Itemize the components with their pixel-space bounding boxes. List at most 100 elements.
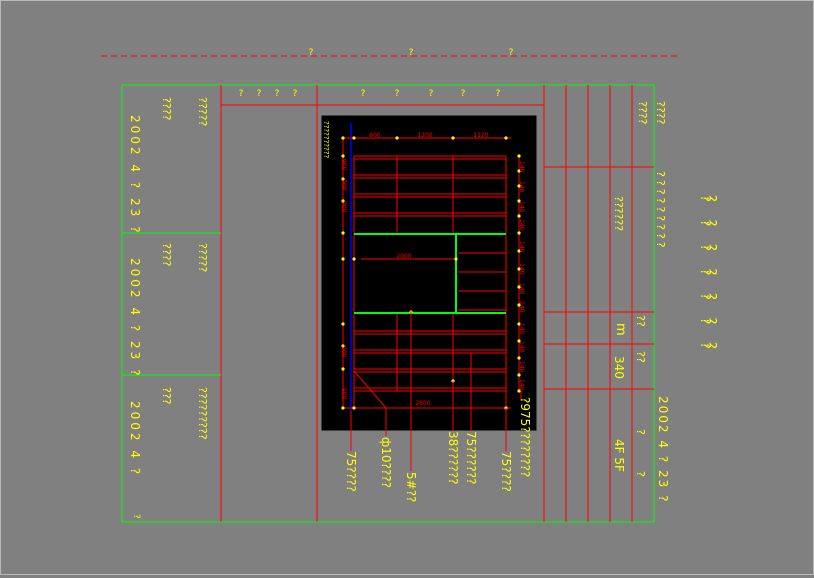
far-right-mark: ?	[703, 342, 718, 349]
dim-right-label: 140	[518, 341, 525, 353]
top-row-mark: ?	[239, 89, 244, 99]
top-row-mark: ?	[395, 89, 400, 99]
outer-frame	[121, 84, 655, 523]
drawing-panel	[320, 114, 538, 432]
callout-phi10: ф10????	[379, 437, 393, 488]
callout-75-mid: 75??????	[464, 431, 478, 484]
tick-dot	[517, 339, 521, 343]
dim-right-label: 140	[518, 361, 525, 373]
dim-left-label: 900	[340, 346, 347, 358]
dim-right-label: 140	[518, 379, 525, 391]
landing-outline	[354, 233, 506, 314]
dim-right-label: 140	[518, 323, 525, 335]
callout-38: 38??????	[446, 431, 460, 484]
tick-dot	[454, 257, 458, 261]
row-lines	[122, 104, 654, 390]
tick-dot	[341, 406, 345, 410]
right-q2: ??	[634, 351, 647, 363]
right-q4: ?	[634, 471, 647, 477]
top-row-mark: ?	[257, 89, 262, 99]
tick-dot	[517, 303, 521, 307]
column-lines	[220, 85, 633, 522]
tick-dot	[341, 199, 345, 203]
callout-75-left: 75????	[344, 451, 358, 492]
tick-dot	[341, 154, 345, 158]
far-right-marks: ??????????????	[697, 195, 718, 349]
tick-dot	[517, 285, 521, 289]
top-row-mark: ?	[275, 89, 280, 99]
left-column-text: ???? ????? 2002 4 ? 23 ? ???? ????? 2002…	[128, 97, 209, 519]
dim-left-label: 900	[340, 388, 347, 400]
dim-top-label: 600	[369, 132, 381, 139]
left-date-2: 2002 4 ? 23 ?	[128, 258, 142, 378]
top-row-mark: ?	[361, 89, 366, 99]
dim-top-label: 1200	[417, 132, 432, 139]
tick-dot	[504, 136, 508, 140]
stair-structure	[341, 137, 520, 421]
top-row-mark: ?	[496, 89, 501, 99]
right-q1: ??	[634, 315, 647, 327]
callout-975: ?975????????	[518, 397, 532, 477]
right-q3: ?	[634, 429, 647, 435]
dim-left-label: 900	[340, 179, 347, 191]
dim-right-label: 140	[518, 263, 525, 275]
tick-dot	[352, 257, 356, 261]
tick-dot	[341, 344, 345, 348]
callout-75-right: 75????	[499, 451, 513, 492]
left-header-2: ????	[160, 243, 173, 267]
far-right-mark: ?	[697, 195, 712, 202]
far-right-mark: ?	[703, 293, 718, 300]
right-top-sub: ????	[654, 101, 667, 125]
left-value-2: ?????	[196, 243, 209, 272]
far-right-mark: ?	[697, 318, 712, 325]
tick-dot	[517, 356, 521, 360]
dim-right-label: 140	[518, 219, 525, 231]
tick-dot	[341, 367, 345, 371]
dim-left-label: 900	[340, 201, 347, 213]
right-notes-a: ?????????	[654, 171, 667, 251]
far-right-mark: ?	[703, 269, 718, 276]
right-top-header: ????	[636, 101, 649, 125]
right-notes-b: ??????	[612, 196, 625, 231]
dim-right-label: 140	[518, 241, 525, 253]
far-right-mark: ?	[697, 220, 712, 227]
far-right-mark: ?	[703, 244, 718, 251]
right-date: 2002 4 ? 23 ?	[656, 396, 670, 503]
callout-5: 5#??	[404, 472, 418, 502]
right-340: 340	[612, 356, 626, 379]
panel-note: ??????????	[322, 121, 330, 158]
left-date-3: 2002 4 ?	[128, 401, 142, 477]
tick-dot	[341, 322, 345, 326]
tick-dot	[517, 373, 521, 377]
left-header-3: ???	[160, 387, 173, 405]
tick-dot	[341, 177, 345, 181]
tick-dot	[517, 322, 521, 326]
far-right-mark: ?	[703, 195, 718, 202]
right-column-text: ???? ???? ????????? ?????? ?? m ?? 340 ?…	[612, 101, 670, 503]
far-right-mark: ?	[697, 269, 712, 276]
dim-right-label: 140	[518, 283, 525, 295]
tick-dot	[341, 231, 345, 235]
left-date-1: 2002 4 ? 23 ?	[128, 115, 142, 235]
dim-left-label: 900	[340, 159, 347, 171]
top-row-mark: ?	[461, 89, 466, 99]
tick-dot	[517, 184, 521, 188]
far-right-mark: ?	[697, 342, 712, 349]
header-label-1: ?	[309, 48, 314, 58]
far-right-mark: ?	[697, 244, 712, 251]
left-date-suffix: ?	[131, 514, 141, 519]
far-right-mark: ?	[703, 220, 718, 227]
top-row-marks: ?????????	[239, 89, 501, 99]
tick-dot	[341, 136, 345, 140]
tick-dot	[517, 214, 521, 218]
svg-text:??????????: ??????????	[322, 121, 330, 158]
tick-dot	[341, 257, 345, 261]
top-row-mark: ?	[429, 89, 434, 99]
dim-right-label: 140	[518, 181, 525, 193]
tick-dot	[352, 406, 356, 410]
tick-dot	[451, 136, 455, 140]
callout-leaders	[350, 311, 522, 471]
